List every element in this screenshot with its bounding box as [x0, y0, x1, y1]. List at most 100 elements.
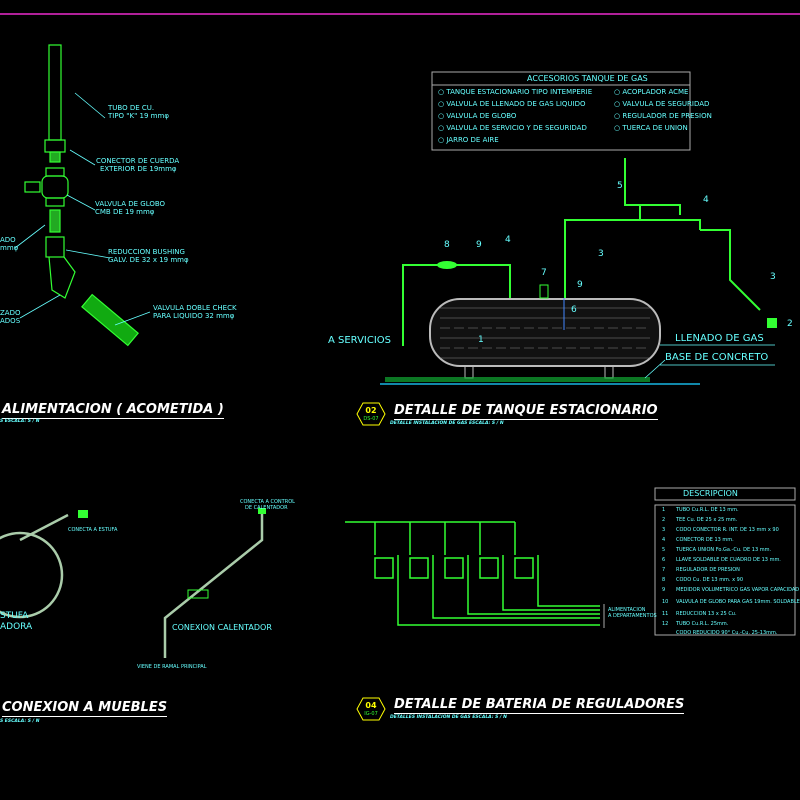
label-cut-4: ADOS [0, 317, 21, 325]
accesorio-5: ○ JARRO DE AIRE [438, 136, 499, 144]
accesorio-2: ○ VALVULA DE LLENADO DE GAS LIQUIDO [438, 100, 586, 108]
label-a-servicios: A SERVICIOS [328, 335, 392, 346]
label-llenado-gas: LLENADO DE GAS [675, 333, 764, 344]
label-reduccion: REDUCCION BUSHING [108, 248, 185, 256]
label-departamentos: A DEPARTAMENTOS [608, 613, 657, 619]
descripcion-item: 12 TUBO Cu.R.L. 25mm. [662, 622, 728, 627]
accesorio-7: ○ VALVULA DE SEGURIDAD [614, 100, 710, 108]
callout: 4 [703, 195, 709, 205]
item-number: 12 [662, 621, 669, 627]
descripcion-item: 2 TEE Cu. DE 25 x 25 mm. [662, 518, 737, 523]
callout: 9 [577, 280, 583, 290]
item-number: 6 [662, 557, 666, 563]
item-number: 1 [662, 507, 666, 513]
descripcion-item: CODO REDUCIDO 90° Cu.-Cu. 25-13mm. [662, 631, 778, 636]
accesorios-header: ACCESORIOS TANQUE DE GAS [527, 74, 648, 83]
item-label: TEE Cu. DE 25 x 25 mm. [676, 517, 738, 523]
item-label: REGULADOR DE PRESION [676, 567, 740, 573]
label-viene-ramal: VIENE DE RAMAL PRINCIPAL [137, 664, 207, 670]
callout: 3 [770, 272, 776, 282]
item-label: TUERCA UNION Fo.Ga.-Cu. DE 13 mm. [676, 547, 772, 553]
callout: 4 [505, 235, 511, 245]
accesorio-3: ○ VALVULA DE GLOBO [438, 112, 517, 120]
descripcion-item: 5 TUERCA UNION Fo.Ga.-Cu. DE 13 mm. [662, 548, 771, 553]
item-label: TUBO Cu.R.L. DE 13 mm. [676, 507, 739, 513]
accesorio-6: ○ ACOPLADOR ACME [614, 88, 689, 96]
callout: 3 [598, 249, 604, 259]
descripcion-header-box [654, 487, 796, 501]
callout: 8 [444, 240, 450, 250]
item-label: CODO REDUCIDO 90° Cu.-Cu. 25-13mm. [676, 630, 778, 636]
descripcion-item: 7 REGULADOR DE PRESION [662, 568, 740, 573]
descripcion-item: 3 CODO CONECTOR R. INT. DE 13 mm x 90 [662, 528, 779, 533]
callout: 9 [476, 240, 482, 250]
tanque-subtitle: DETALLE INSTALACION DE GAS ESCALA: S / N [390, 421, 504, 426]
accesorios-box [431, 71, 691, 151]
item-number: 7 [662, 567, 666, 573]
item-number: 8 [662, 577, 666, 583]
label-conexion-calentador: CONEXION CALENTADOR [172, 623, 272, 632]
label-valvula-check-liq: PARA LIQUIDO 32 mmφ [153, 312, 235, 320]
bateria-title: DETALLE DE BATERIA DE REGULADORES [394, 697, 685, 714]
bateria-subtitle: DETALLES INSTALACION DE GAS ESCALA: S / … [390, 715, 507, 720]
acometida-drawing [24, 44, 139, 347]
accesorio-1: ○ TANQUE ESTACIONARIO TIPO INTEMPERIE [438, 88, 593, 96]
tanque-drawing [380, 158, 777, 385]
item-label: TUBO Cu.R.L. 25mm. [676, 621, 729, 627]
item-label: CODO Cu. DE 13 mm. x 90 [676, 577, 744, 583]
descripcion-item: 11 REDUCCION 13 x 25 Cu. [662, 612, 737, 617]
descripcion-box [654, 504, 796, 636]
accesorio-8: ○ REGULADOR DE PRESION [614, 112, 712, 120]
callout: 6 [571, 305, 577, 315]
label-conecta-control: CONECTA A CONTROL [240, 499, 295, 505]
label-alimentacion: ALIMENTACION [608, 607, 646, 613]
descripcion-item: 6 LLAVE SOLDABLE DE CUADRO DE 13 mm. [662, 558, 781, 563]
descripcion-item: 8 CODO Cu. DE 13 mm. x 90 [662, 578, 743, 583]
item-number: 3 [662, 527, 666, 533]
label-valvula-globo: VALVULA DE GLOBO [95, 200, 166, 208]
accesorio-9: ○ TUERCA DE UNION [614, 124, 688, 132]
item-number: 10 [662, 599, 669, 605]
item-label: MEDIDOR VOLUMETRICO GAS VAPOR CAPACIDAD … [676, 587, 800, 593]
label-cut-3: ZADO [0, 309, 21, 317]
item-number: 5 [662, 547, 666, 553]
muebles-subtitle: S ESCALA: S / N [0, 719, 40, 724]
item-number: 11 [662, 611, 669, 617]
label-base-concreto: BASE DE CONCRETO [665, 352, 769, 363]
acometida-title: ALIMENTACION ( ACOMETIDA ) [2, 402, 224, 419]
label-cut-2: mmφ [0, 244, 19, 252]
label-reduccion-galv: GALV. DE 32 x 19 mmφ [108, 256, 189, 264]
bateria-drawing [345, 521, 600, 626]
item-label: LLAVE SOLDABLE DE CUADRO DE 13 mm. [676, 557, 781, 563]
item-label: CODO CONECTOR R. INT. DE 13 mm x 90 [676, 527, 779, 533]
muebles-drawing [0, 512, 264, 658]
descripcion-item: 4 CONECTOR DE 13 mm. [662, 538, 734, 543]
label-conector: CONECTOR DE CUERDA [96, 157, 180, 165]
label-valvula-check: VALVULA DOBLE CHECK [153, 304, 237, 312]
label-conector-ext: EXTERIOR DE 19mmφ [100, 165, 177, 173]
item-label: CONECTOR DE 13 mm. [676, 537, 734, 543]
callout: 1 [478, 335, 484, 345]
label-tubo-tipo: TIPO "K" 19 mmφ [108, 112, 169, 120]
label-secadora: ADORA [0, 622, 33, 632]
callout: 7 [541, 268, 547, 278]
item-number: 2 [662, 517, 666, 523]
item-number: 4 [662, 537, 666, 543]
tanque-title: DETALLE DE TANQUE ESTACIONARIO [394, 403, 658, 420]
item-label: REDUCCION 13 x 25 Cu. [676, 611, 737, 617]
descripcion-item: 1 TUBO Cu.R.L. DE 13 mm. [662, 508, 739, 513]
label-tubo: TUBO DE CU. [108, 104, 155, 112]
accesorio-4: ○ VALVULA DE SERVICIO Y DE SEGURIDAD [438, 124, 587, 132]
label-estufa: STUFA [0, 611, 29, 621]
descripcion-header: DESCRIPCION [683, 489, 738, 498]
label-de-calentador: DE CALENTADOR [245, 505, 288, 511]
callout: 5 [617, 181, 623, 191]
muebles-title: CONEXION A MUEBLES [2, 700, 168, 717]
acometida-subtitle: S ESCALA: S / N [0, 419, 40, 424]
label-cut-1: ADO [0, 236, 16, 244]
